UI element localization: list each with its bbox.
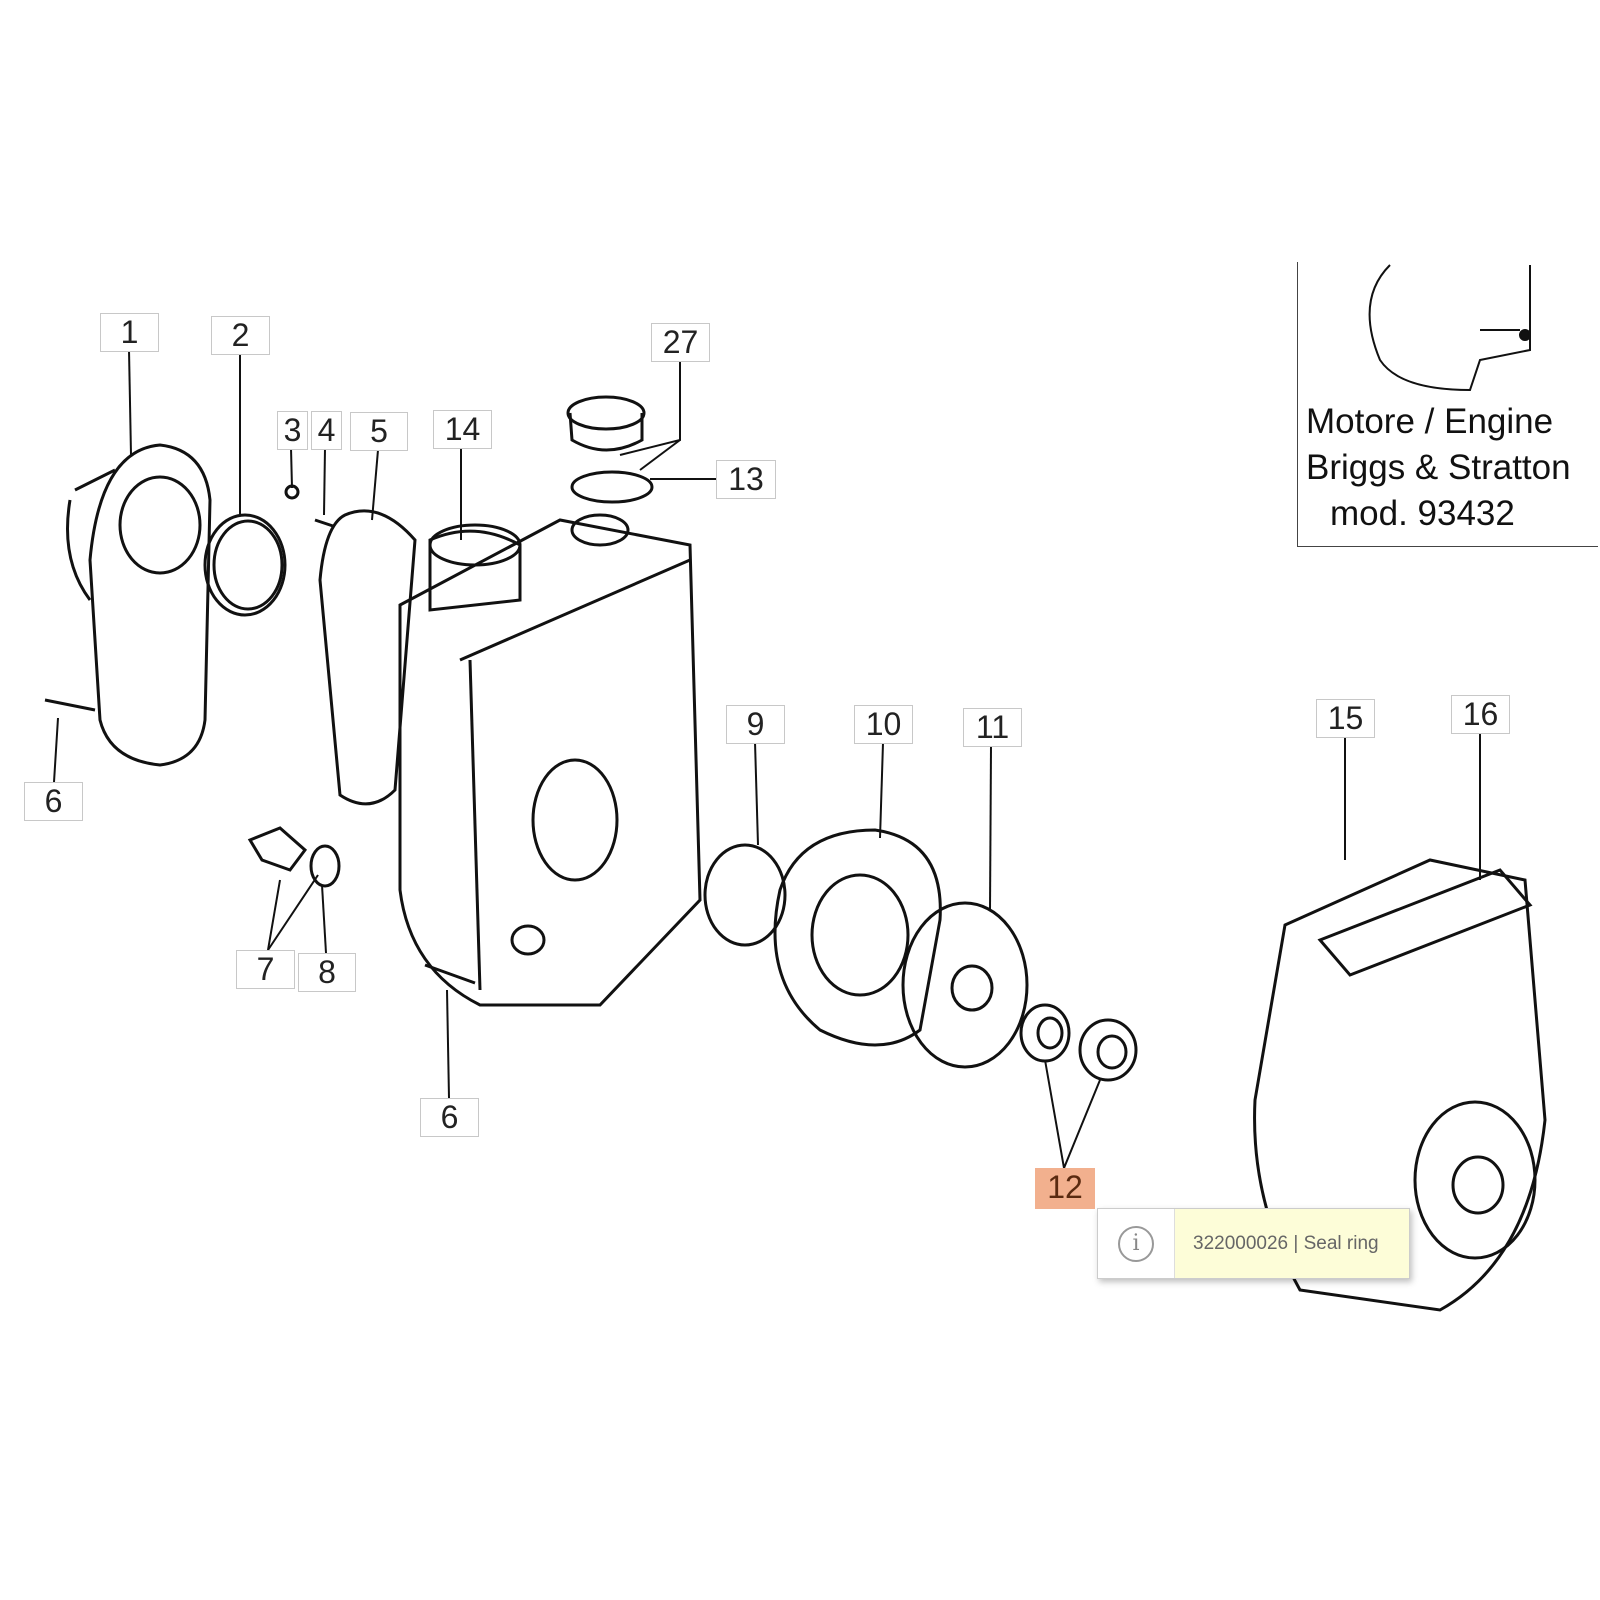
- part-7-drain-plug: [247, 826, 308, 872]
- part-label-15[interactable]: 15: [1316, 699, 1375, 738]
- engine-sketch: [1368, 264, 1531, 392]
- part-6-screw-2: [424, 963, 476, 985]
- engine-note-line1: Motore / Engine: [1306, 402, 1554, 441]
- part-9-o-ring: [703, 843, 787, 947]
- part-label-14[interactable]: 14: [433, 410, 492, 449]
- part-tooltip: i 322000026 | Seal ring: [1097, 1208, 1410, 1279]
- part-label-2[interactable]: 2: [211, 316, 270, 355]
- part-label-8[interactable]: 8: [298, 953, 356, 992]
- part-4-screw: [314, 518, 334, 528]
- part-label-4[interactable]: 4: [311, 411, 342, 450]
- part-label-11[interactable]: 11: [963, 708, 1022, 747]
- part-1-cover: [66, 443, 212, 767]
- part-15-16-casing: [1253, 858, 1547, 1312]
- part-label-9[interactable]: 9: [726, 705, 785, 744]
- part-label-10[interactable]: 10: [854, 705, 913, 744]
- tooltip-text: 322000026 | Seal ring: [1175, 1209, 1409, 1278]
- part-3-nut: [284, 484, 300, 500]
- engine-note-line3: mod. 93432: [1330, 494, 1515, 533]
- part-6-screw: [44, 698, 96, 712]
- part-label-7[interactable]: 7: [236, 950, 295, 989]
- info-icon: i: [1118, 1225, 1154, 1262]
- part-label-6-bottom[interactable]: 6: [420, 1098, 479, 1137]
- part-label-5[interactable]: 5: [350, 412, 408, 451]
- part-11-impeller: [901, 901, 1029, 1069]
- part-5-gasket: [318, 509, 417, 806]
- part-label-27[interactable]: 27: [651, 323, 710, 362]
- part-27-plug: [566, 395, 646, 452]
- part-13-o-ring: [570, 470, 654, 504]
- part-2-plate: [203, 513, 287, 617]
- part-10-diffuser: [773, 828, 942, 1047]
- engine-note-line2: Briggs & Stratton: [1306, 448, 1571, 487]
- part-14-pump-body: [398, 513, 702, 1007]
- engine-note-box: [1297, 262, 1598, 547]
- tooltip-icon-cell: i: [1098, 1209, 1175, 1278]
- part-label-16[interactable]: 16: [1451, 695, 1510, 734]
- part-label-1[interactable]: 1: [100, 313, 159, 352]
- part-label-12-highlighted[interactable]: 12: [1035, 1168, 1095, 1209]
- part-label-13[interactable]: 13: [716, 460, 776, 499]
- part-12-seal-ring: [1019, 1003, 1138, 1082]
- part-label-3[interactable]: 3: [277, 411, 308, 450]
- part-8-washer: [309, 844, 341, 888]
- part-label-6[interactable]: 6: [24, 782, 83, 821]
